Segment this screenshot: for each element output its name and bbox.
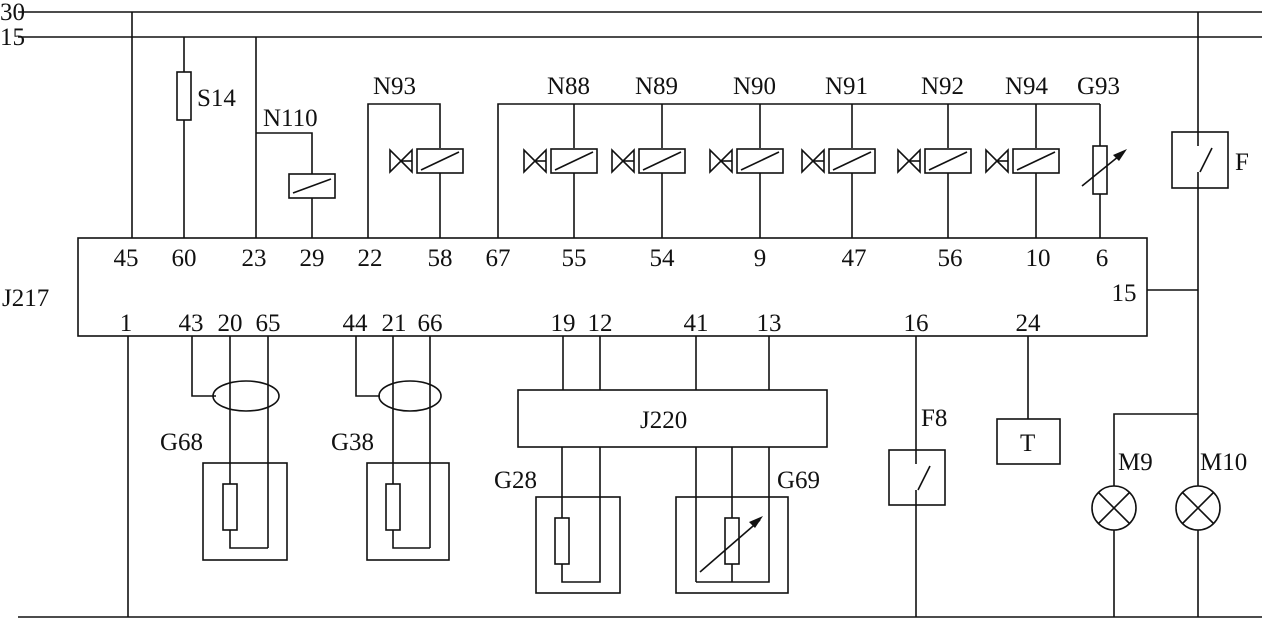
wire-m9-feed	[1113, 413, 1198, 486]
m10-label: M10	[1200, 449, 1247, 476]
g28-sensor	[535, 447, 621, 594]
pin-55: 55	[562, 245, 587, 272]
f8-label: F8	[921, 405, 947, 432]
rail-15-label: 15	[0, 24, 25, 51]
n91-label: N91	[825, 73, 868, 100]
g93-label: G93	[1077, 73, 1120, 100]
pin-67: 67	[486, 245, 511, 272]
n89-valve	[611, 104, 686, 238]
g93-sensor	[1081, 104, 1127, 238]
pin-21: 21	[382, 310, 407, 337]
pin-15: 15	[1112, 280, 1137, 307]
n94-label: N94	[1005, 73, 1049, 100]
j217-label: J217	[2, 285, 49, 312]
pin-44: 44	[343, 310, 369, 337]
n92-valve	[897, 104, 972, 238]
pin-45: 45	[114, 245, 139, 272]
pin-60: 60	[172, 245, 197, 272]
pin-12: 12	[588, 310, 613, 337]
pin-22: 22	[358, 245, 383, 272]
n89-label: N89	[635, 73, 678, 100]
pin-10: 10	[1026, 245, 1051, 272]
pin-56: 56	[938, 245, 963, 272]
valve-bus-wire	[497, 103, 1100, 238]
pin-29: 29	[300, 245, 325, 272]
m9-lamp	[1091, 485, 1137, 617]
g68-label: G68	[160, 429, 203, 456]
j220-label: J220	[640, 407, 687, 434]
pin-20: 20	[218, 310, 243, 337]
n110-solenoid	[255, 37, 336, 238]
g68-sensor	[191, 336, 288, 561]
n110-label: N110	[263, 105, 318, 132]
g38-label: G38	[331, 429, 374, 456]
g69-label: G69	[777, 467, 820, 494]
pin-1: 1	[120, 310, 133, 337]
pin-24: 24	[1016, 310, 1042, 337]
n90-valve	[709, 104, 784, 238]
g69-sensor	[675, 447, 789, 594]
s14-fuse	[176, 37, 192, 238]
pin-58: 58	[428, 245, 453, 272]
m10-lamp	[1175, 414, 1221, 617]
pin-6: 6	[1096, 245, 1109, 272]
n94-valve	[985, 104, 1060, 238]
n93-valve	[367, 103, 464, 238]
rail-30-label: 30	[0, 0, 25, 26]
j217-ecu-box	[77, 237, 1148, 337]
pin-19: 19	[551, 310, 576, 337]
pin-13: 13	[757, 310, 782, 337]
m9-label: M9	[1118, 449, 1153, 476]
pin-65: 65	[256, 310, 281, 337]
pin-23: 23	[242, 245, 267, 272]
pin-54: 54	[650, 245, 676, 272]
n88-valve	[523, 104, 598, 238]
g38-sensor	[355, 336, 450, 561]
n92-label: N92	[921, 73, 964, 100]
f-label: F	[1235, 149, 1249, 176]
f8-switch	[888, 336, 946, 617]
t-label: T	[1020, 430, 1035, 457]
pin-41: 41	[684, 310, 709, 337]
pin-9: 9	[754, 245, 767, 272]
pin-16: 16	[904, 310, 929, 337]
g28-label: G28	[494, 467, 537, 494]
j220-box	[517, 389, 828, 448]
t-component	[996, 336, 1061, 465]
n88-label: N88	[547, 73, 590, 100]
pin-66: 66	[418, 310, 443, 337]
pin-43: 43	[179, 310, 204, 337]
f-switch	[1171, 12, 1229, 290]
pin-47: 47	[842, 245, 867, 272]
n91-valve	[801, 104, 876, 238]
n90-label: N90	[733, 73, 776, 100]
s14-label: S14	[197, 85, 236, 112]
n93-label: N93	[373, 73, 416, 100]
